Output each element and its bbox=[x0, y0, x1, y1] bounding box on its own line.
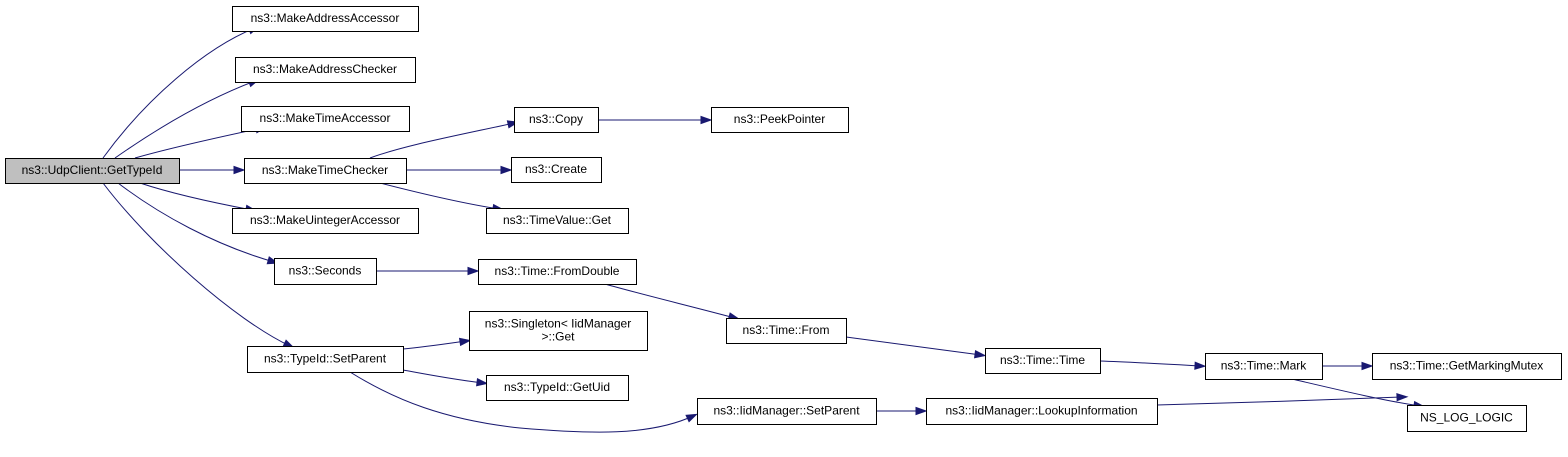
edge-tidsetparent-to-iidsetparent bbox=[349, 371, 698, 433]
node-box bbox=[697, 398, 877, 425]
edge-seconds-to-fromdouble bbox=[375, 266, 480, 276]
node-box bbox=[511, 157, 602, 183]
node-label: ns3::Time::Time bbox=[1000, 353, 1085, 367]
node-box bbox=[469, 311, 648, 351]
edge-iidsetparent-to-lookup bbox=[875, 406, 928, 416]
node-mkaddrchk[interactable]: ns3::MakeAddressChecker bbox=[235, 57, 416, 83]
node-label: ns3::Time::Mark bbox=[1221, 359, 1308, 373]
node-box bbox=[1205, 353, 1323, 380]
node-nslog[interactable]: NS_LOG_LOGIC bbox=[1407, 405, 1527, 432]
node-udpclient[interactable]: ns3::UdpClient::GetTypeId bbox=[5, 158, 180, 184]
node-peek[interactable]: ns3::PeekPointer bbox=[711, 107, 849, 133]
node-label: ns3::TypeId::SetParent bbox=[264, 352, 387, 366]
edge-udpclient-to-mkuintacc bbox=[139, 182, 258, 213]
node-box bbox=[232, 208, 419, 234]
edge-timefrom-to-timetime bbox=[845, 336, 987, 359]
edge-udpclient-to-mkaddrchk bbox=[114, 79, 261, 159]
edge-lookup-to-nslog bbox=[1156, 393, 1409, 406]
edge-tidsetparent-to-singleton bbox=[402, 337, 472, 350]
node-box bbox=[247, 346, 404, 373]
arrowhead bbox=[467, 266, 480, 276]
node-box bbox=[274, 258, 377, 285]
node-label: >::Get bbox=[541, 330, 575, 344]
arrowhead bbox=[500, 165, 513, 175]
node-label: ns3::TimeValue::Get bbox=[503, 213, 612, 227]
node-label: ns3::MakeTimeChecker bbox=[262, 163, 388, 177]
edge-udpclient-to-mktimechk bbox=[179, 165, 246, 175]
node-singleton[interactable]: ns3::Singleton< IidManager>::Get bbox=[469, 311, 648, 351]
node-label: ns3::Seconds bbox=[289, 264, 362, 278]
node-mktimechk[interactable]: ns3::MakeTimeChecker bbox=[244, 158, 407, 184]
node-box bbox=[926, 398, 1158, 425]
arrowhead bbox=[700, 115, 713, 125]
node-tidsetparent[interactable]: ns3::TypeId::SetParent bbox=[247, 346, 404, 373]
arrowhead bbox=[1361, 361, 1374, 371]
node-label: ns3::Singleton< IidManager bbox=[485, 317, 631, 331]
edge-timemark-to-mutex bbox=[1322, 361, 1374, 371]
node-mktimeacc[interactable]: ns3::MakeTimeAccessor bbox=[241, 106, 410, 132]
node-label: ns3::UdpClient::GetTypeId bbox=[22, 163, 163, 177]
node-timetime[interactable]: ns3::Time::Time bbox=[985, 348, 1101, 374]
arrowhead bbox=[974, 349, 987, 359]
nodes-layer: ns3::UdpClient::GetTypeId ns3::MakeAddres… bbox=[5, 6, 1562, 432]
edge-tidsetparent-to-getuid bbox=[402, 369, 489, 387]
node-label: ns3::Time::FromDouble bbox=[495, 264, 620, 278]
node-label: ns3::IidManager::SetParent bbox=[713, 404, 860, 418]
node-box bbox=[514, 107, 599, 133]
edge-timetime-to-timemark bbox=[1099, 360, 1207, 370]
node-fromdouble[interactable]: ns3::Time::FromDouble bbox=[478, 259, 637, 285]
node-box bbox=[985, 348, 1101, 374]
edge-udpclient-to-mkaddracc bbox=[102, 25, 261, 159]
node-seconds[interactable]: ns3::Seconds bbox=[274, 258, 377, 285]
node-tvget[interactable]: ns3::TimeValue::Get bbox=[486, 208, 629, 234]
arrowhead bbox=[458, 337, 472, 347]
node-mutex[interactable]: ns3::Time::GetMarkingMutex bbox=[1372, 353, 1562, 380]
edge-copy-to-peek bbox=[598, 115, 713, 125]
node-label: ns3::Create bbox=[525, 162, 587, 176]
node-label: NS_LOG_LOGIC bbox=[1420, 411, 1513, 425]
node-box bbox=[232, 6, 419, 32]
node-box bbox=[1372, 353, 1562, 380]
node-iidsetparent[interactable]: ns3::IidManager::SetParent bbox=[697, 398, 877, 425]
node-box bbox=[711, 107, 849, 133]
node-getuid[interactable]: ns3::TypeId::GetUid bbox=[486, 375, 629, 401]
node-label: ns3::Time::GetMarkingMutex bbox=[1390, 359, 1544, 373]
node-box bbox=[5, 158, 180, 184]
arrowhead bbox=[915, 406, 928, 416]
node-box bbox=[244, 158, 407, 184]
arrowhead bbox=[233, 165, 246, 175]
node-label: ns3::IidManager::LookupInformation bbox=[945, 404, 1137, 418]
edge-mktimechk-to-create bbox=[406, 165, 513, 175]
edge-udpclient-to-tidsetparent bbox=[102, 182, 295, 349]
node-mkuintacc[interactable]: ns3::MakeUintegerAccessor bbox=[232, 208, 419, 234]
node-label: ns3::PeekPointer bbox=[734, 112, 825, 126]
node-label: ns3::MakeUintegerAccessor bbox=[250, 213, 400, 227]
node-label: ns3::MakeAddressChecker bbox=[253, 62, 397, 76]
node-timefrom[interactable]: ns3::Time::From bbox=[726, 318, 847, 344]
node-label: ns3::MakeAddressAccessor bbox=[251, 11, 400, 25]
arrowhead bbox=[1194, 361, 1207, 370]
node-box bbox=[486, 208, 629, 234]
node-box bbox=[241, 106, 410, 132]
node-box bbox=[235, 57, 416, 83]
node-box bbox=[486, 375, 629, 401]
node-label: ns3::Copy bbox=[529, 112, 583, 126]
node-label: ns3::TypeId::GetUid bbox=[504, 380, 610, 394]
edge-mktimechk-to-tvget bbox=[379, 182, 505, 213]
node-mkaddracc[interactable]: ns3::MakeAddressAccessor bbox=[232, 6, 419, 32]
node-box bbox=[1407, 405, 1527, 432]
arrowhead bbox=[1396, 393, 1409, 402]
node-copy[interactable]: ns3::Copy bbox=[514, 107, 599, 133]
node-timemark[interactable]: ns3::Time::Mark bbox=[1205, 353, 1323, 380]
arrowhead bbox=[685, 413, 698, 423]
node-label: ns3::MakeTimeAccessor bbox=[260, 111, 391, 125]
edge-timemark-to-nslog bbox=[1291, 378, 1426, 410]
node-label: ns3::Time::From bbox=[743, 323, 830, 337]
node-lookup[interactable]: ns3::IidManager::LookupInformation bbox=[926, 398, 1158, 425]
arrowhead bbox=[476, 378, 489, 387]
node-box bbox=[726, 318, 847, 344]
node-box bbox=[478, 259, 637, 285]
node-create[interactable]: ns3::Create bbox=[511, 157, 602, 183]
